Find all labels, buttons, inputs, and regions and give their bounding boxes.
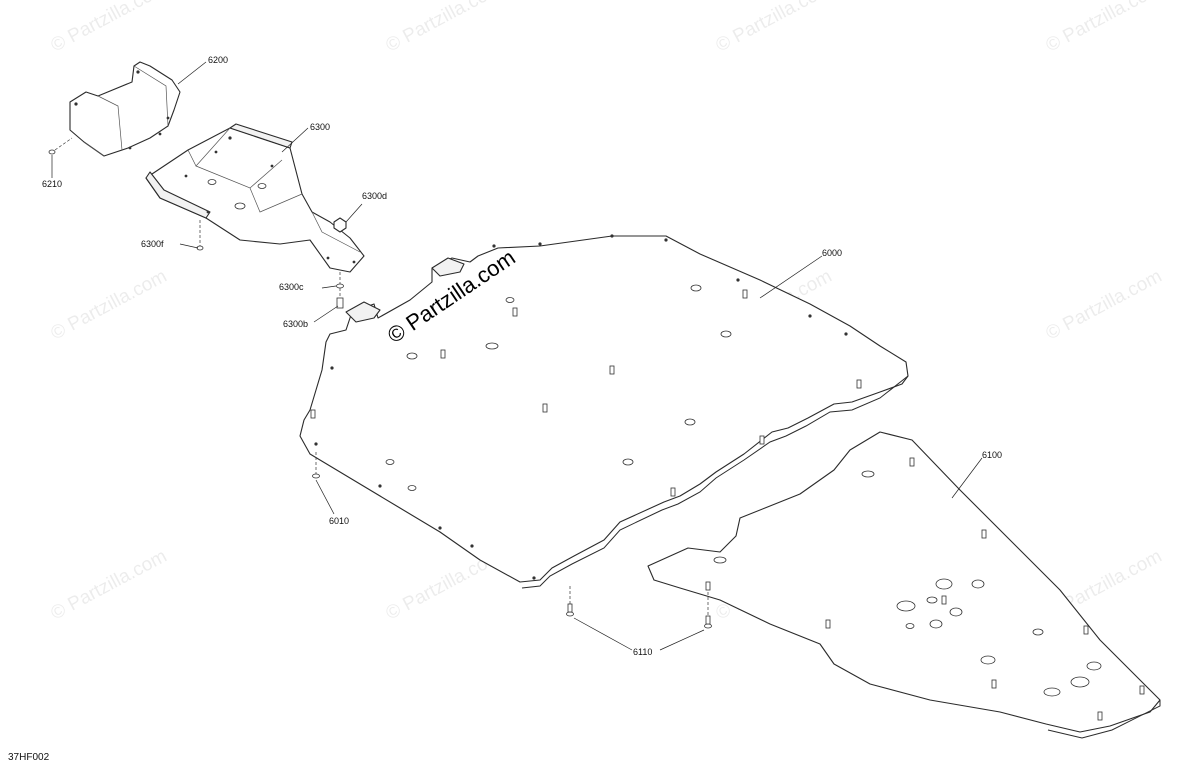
part-6300d-nut bbox=[333, 203, 363, 233]
diagram-code: 37HF002 bbox=[8, 752, 50, 763]
callout-6110: 6110 bbox=[633, 647, 652, 657]
part-6300b-bolt bbox=[336, 288, 344, 309]
callout-6300f: 6300f bbox=[141, 239, 164, 249]
callout-6100: 6100 bbox=[982, 450, 1002, 460]
part-6000-main-skid-plate bbox=[299, 234, 909, 589]
watermark: © Partzilla.com bbox=[1042, 0, 1165, 56]
watermark: © Partzilla.com bbox=[47, 266, 170, 345]
part-6210-bolt bbox=[48, 137, 73, 178]
watermark: © Partzilla.com bbox=[712, 0, 835, 56]
part-6200-front-cover bbox=[69, 61, 181, 157]
part-6010-bolt bbox=[312, 452, 335, 515]
callout-6010: 6010 bbox=[329, 516, 349, 526]
watermark: © Partzilla.com bbox=[382, 0, 505, 56]
part-6100-rear-skid-plate bbox=[647, 431, 1161, 739]
callout-6300c: 6300c bbox=[279, 282, 304, 292]
callout-6300: 6300 bbox=[310, 122, 330, 132]
part-6110-bolts bbox=[566, 586, 712, 651]
watermark: © Partzilla.com bbox=[47, 0, 170, 56]
part-6300f-bolt bbox=[196, 220, 204, 251]
callout-6200: 6200 bbox=[208, 55, 228, 65]
callout-labels: 6200 6300 6210 6300d 6300f 6300c 6300b 6… bbox=[42, 55, 1002, 657]
callout-6300b: 6300b bbox=[283, 319, 308, 329]
part-6300-skid-bracket bbox=[145, 123, 365, 273]
leader-lines bbox=[177, 61, 983, 499]
watermark: © Partzilla.com bbox=[1042, 266, 1165, 345]
watermark: © Partzilla.com bbox=[47, 546, 170, 625]
part-6300c-washer bbox=[336, 272, 344, 289]
callout-6210: 6210 bbox=[42, 179, 62, 189]
callout-6300d: 6300d bbox=[362, 191, 387, 201]
callout-6000: 6000 bbox=[822, 248, 842, 258]
